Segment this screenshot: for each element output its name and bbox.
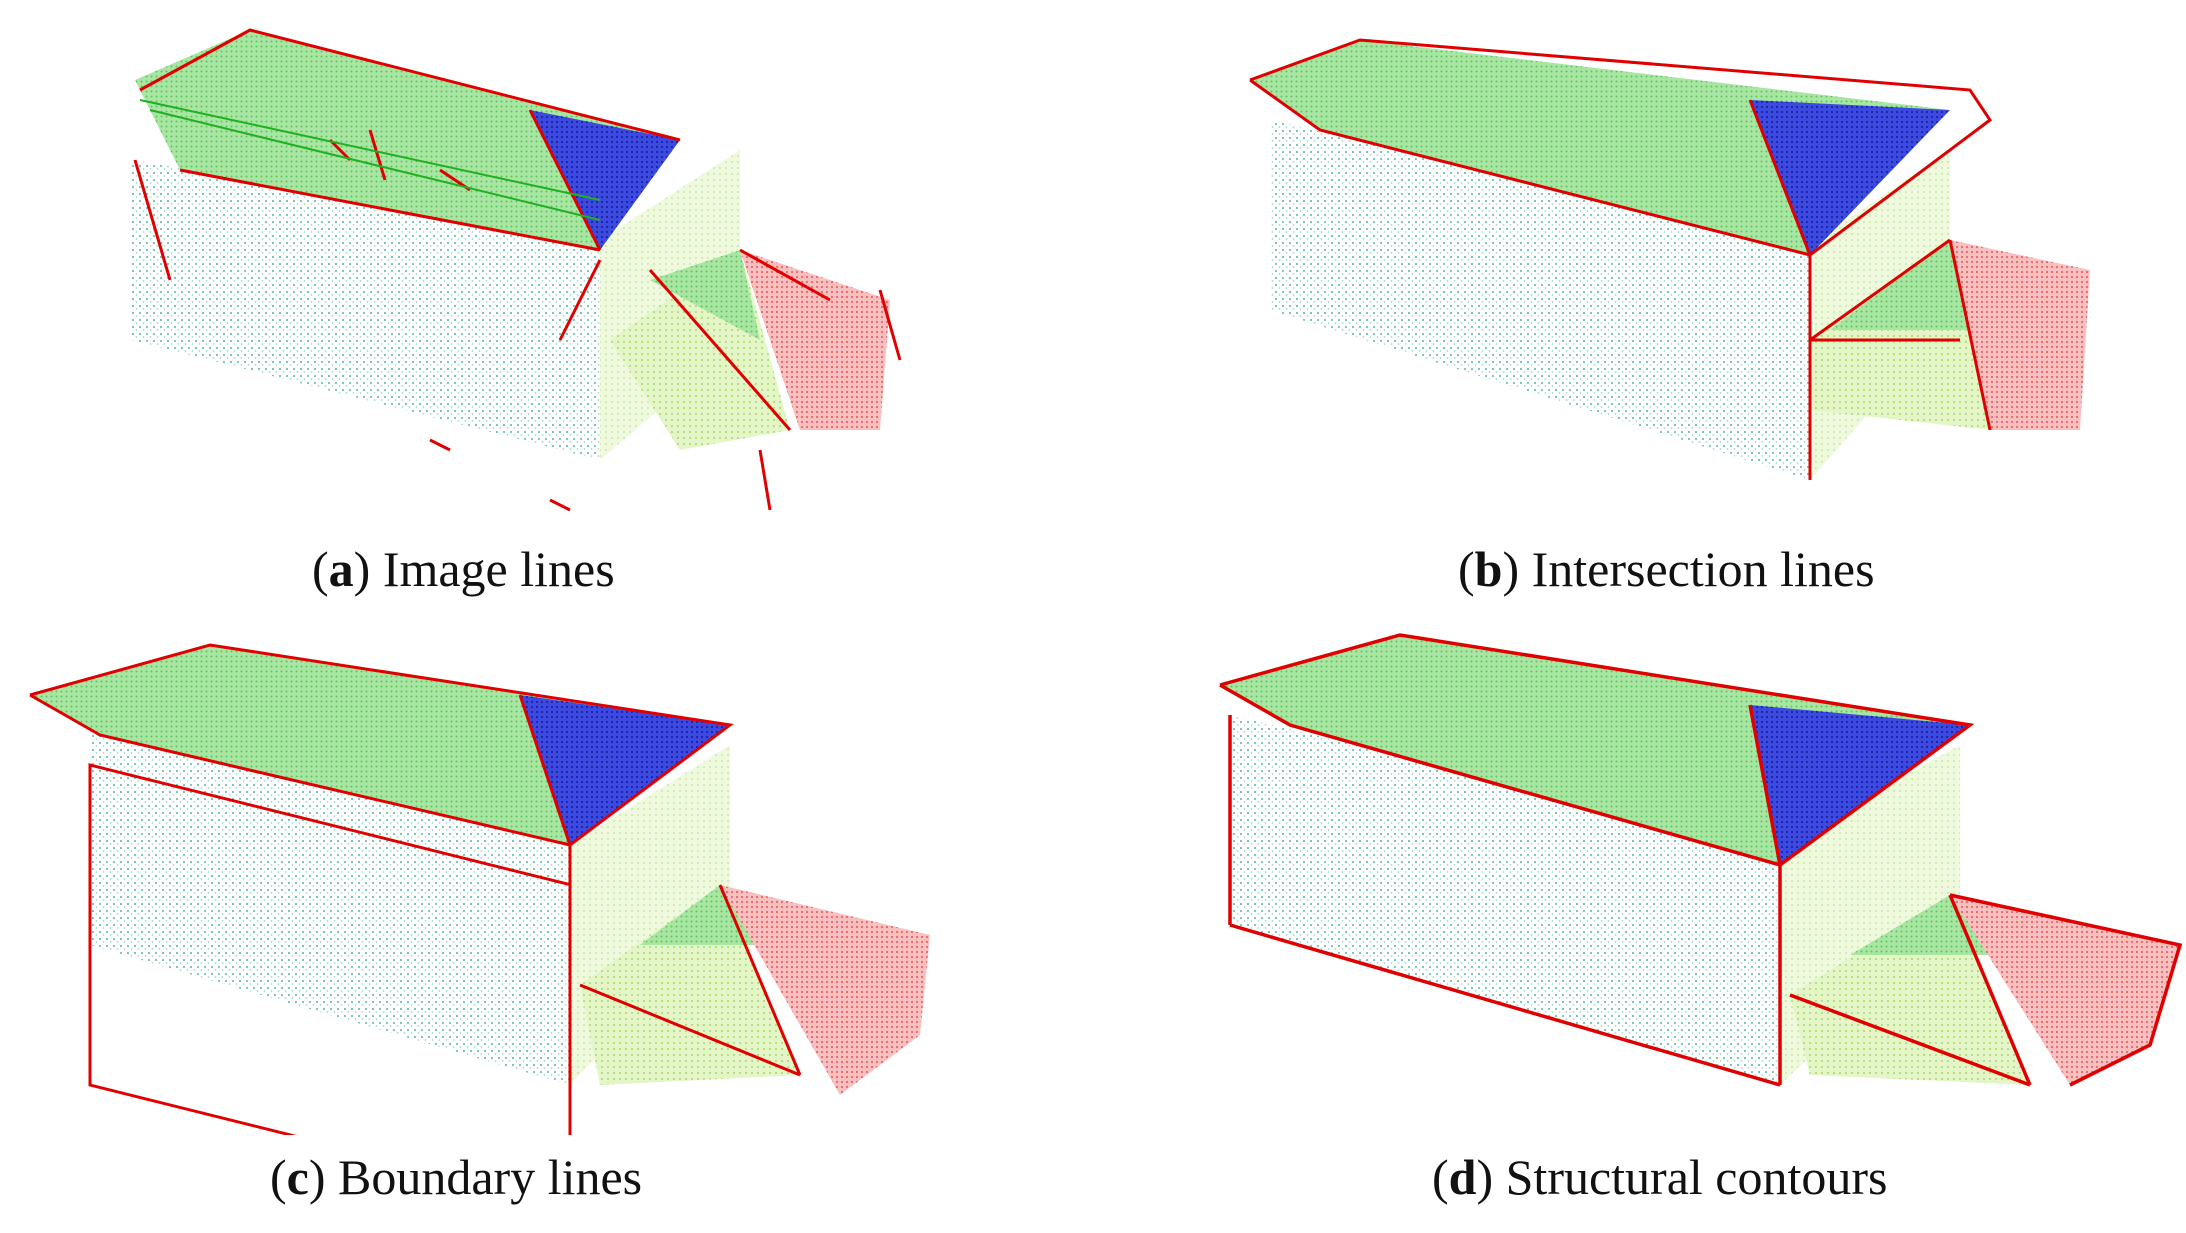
caption-a: (a) Image lines bbox=[312, 541, 615, 597]
panel-c-image bbox=[0, 615, 1000, 1135]
caption-c: (c) Boundary lines bbox=[270, 1149, 643, 1205]
caption-b: (b) Intersection lines bbox=[1458, 541, 1875, 597]
caption-d: (d) Structural contours bbox=[1432, 1149, 1888, 1205]
panel-b-image bbox=[1190, 10, 2186, 530]
building-point-cloud-d bbox=[1219, 633, 2183, 1087]
building-point-cloud-c bbox=[29, 643, 930, 1135]
panel-a-image bbox=[40, 10, 1040, 530]
building-point-cloud-b bbox=[1249, 38, 2090, 480]
building-point-cloud-a bbox=[132, 28, 902, 512]
panel-d-image bbox=[1190, 615, 2186, 1135]
